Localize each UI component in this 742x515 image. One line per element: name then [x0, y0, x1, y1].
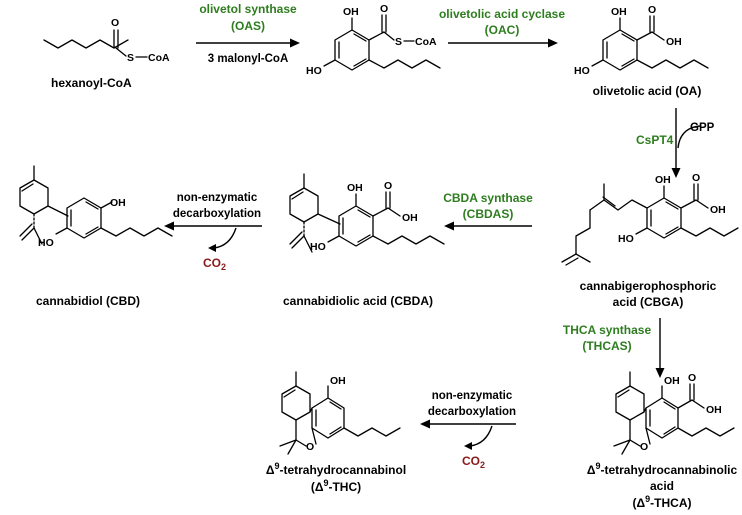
enzyme-abbrev: (THCAS) [582, 339, 631, 353]
hexanoyl-coa-structure: O S CoA [43, 17, 170, 64]
atom-label: O [648, 4, 656, 16]
atom-label: OH [706, 404, 722, 416]
enzyme-label: THCA synthase [563, 323, 652, 337]
thca-label-line3: (Δ9-THCA) [633, 494, 692, 510]
hexanoyl-coa-label: hexanoyl-CoA [51, 76, 132, 90]
cbga-label-line2: acid (CBGA) [613, 295, 684, 309]
byproduct-curved-arrow [469, 425, 493, 447]
thc-label-line1: Δ9-tetrahydrocannabinol [266, 461, 406, 477]
arrow-head [164, 221, 174, 231]
atom-label: OH [110, 197, 126, 209]
arrow-head [290, 38, 300, 48]
cbd-structure: OH HO [19, 165, 173, 249]
atom-label: HO [306, 65, 322, 77]
atom-label: O [380, 3, 388, 15]
cbd-label: cannabidiol (CBD) [36, 294, 140, 308]
thca-label-line2: acid [650, 479, 674, 493]
atom-label: OH [655, 174, 671, 186]
atom-label: CoA [148, 52, 170, 64]
enzyme-label: CsPT4 [636, 133, 674, 147]
arrow-head [655, 368, 665, 378]
cbga-label-line1: cannabigerophosphoric [580, 279, 717, 293]
cbga-structure: OH HO O OH [561, 172, 739, 266]
thc-structure: O OH [279, 371, 401, 455]
atom-label: O [688, 372, 696, 384]
atom-label: CoA [415, 36, 437, 48]
atom-label: O [692, 172, 700, 184]
atom-label: OH [666, 36, 682, 48]
co2-label: CO2 [462, 454, 485, 470]
atom-label: OH [611, 6, 627, 18]
atom-label: HO [38, 237, 54, 249]
thc-label-line2: (Δ9-THC) [311, 478, 361, 494]
atom-label: HO [618, 233, 634, 245]
atom-label: O [640, 441, 648, 453]
thca-structure: O OH O OH [613, 371, 735, 455]
enzyme-abbrev: (CBDAS) [463, 207, 514, 221]
olivetolic-acid-structure: OH HO O OH [574, 4, 709, 77]
atom-label: OH [402, 212, 418, 224]
atom-label: O [384, 180, 392, 192]
condition-label: decarboxylation [428, 406, 516, 418]
enzyme-abbrev: (OAS) [231, 19, 265, 33]
enzyme-label: olivetolic acid cyclase [439, 7, 565, 21]
arrow-head [671, 168, 681, 178]
atom-label: S [127, 52, 134, 64]
atom-label: OH [347, 182, 363, 194]
byproduct-curved-arrow [213, 227, 237, 249]
cbda-label: cannabidiolic acid (CBDA) [283, 294, 433, 308]
enzyme-label: olivetol synthase [199, 2, 297, 16]
condition-label: decarboxylation [173, 208, 261, 220]
arrow-head [444, 221, 454, 231]
atom-label: OH [343, 6, 359, 18]
atom-label: OH [330, 375, 346, 387]
condition-label: non-enzymatic [177, 192, 258, 204]
olivetolic-acid-label: olivetolic acid (OA) [593, 84, 702, 98]
arrow-head [420, 419, 430, 429]
polyketide-intermediate-structure: OH HO O S CoA [306, 3, 441, 77]
atom-label: HO [310, 241, 326, 253]
thca-label-line1: Δ9-tetrahydrocannabinolic [587, 461, 738, 477]
enzyme-abbrev: (OAC) [485, 23, 520, 37]
arrow-head [548, 38, 558, 48]
reagent-label: 3 malonyl-CoA [208, 53, 289, 65]
gpp-label: GPP [690, 122, 715, 134]
cosubstrate-curved-arrow [677, 125, 701, 149]
atom-label: S [395, 36, 402, 48]
arrow-head [208, 244, 216, 252]
arrow-head [464, 442, 472, 450]
atom-label: HO [574, 65, 590, 77]
condition-label: non-enzymatic [432, 390, 513, 402]
atom-label: OH [710, 204, 726, 216]
cbda-structure: OH HO O OH [289, 173, 445, 253]
atom-label: O [111, 17, 119, 29]
co2-label: CO2 [203, 256, 226, 272]
atom-label: OH [664, 375, 680, 387]
atom-label: O [306, 441, 314, 453]
enzyme-label: CBDA synthase [443, 191, 533, 205]
